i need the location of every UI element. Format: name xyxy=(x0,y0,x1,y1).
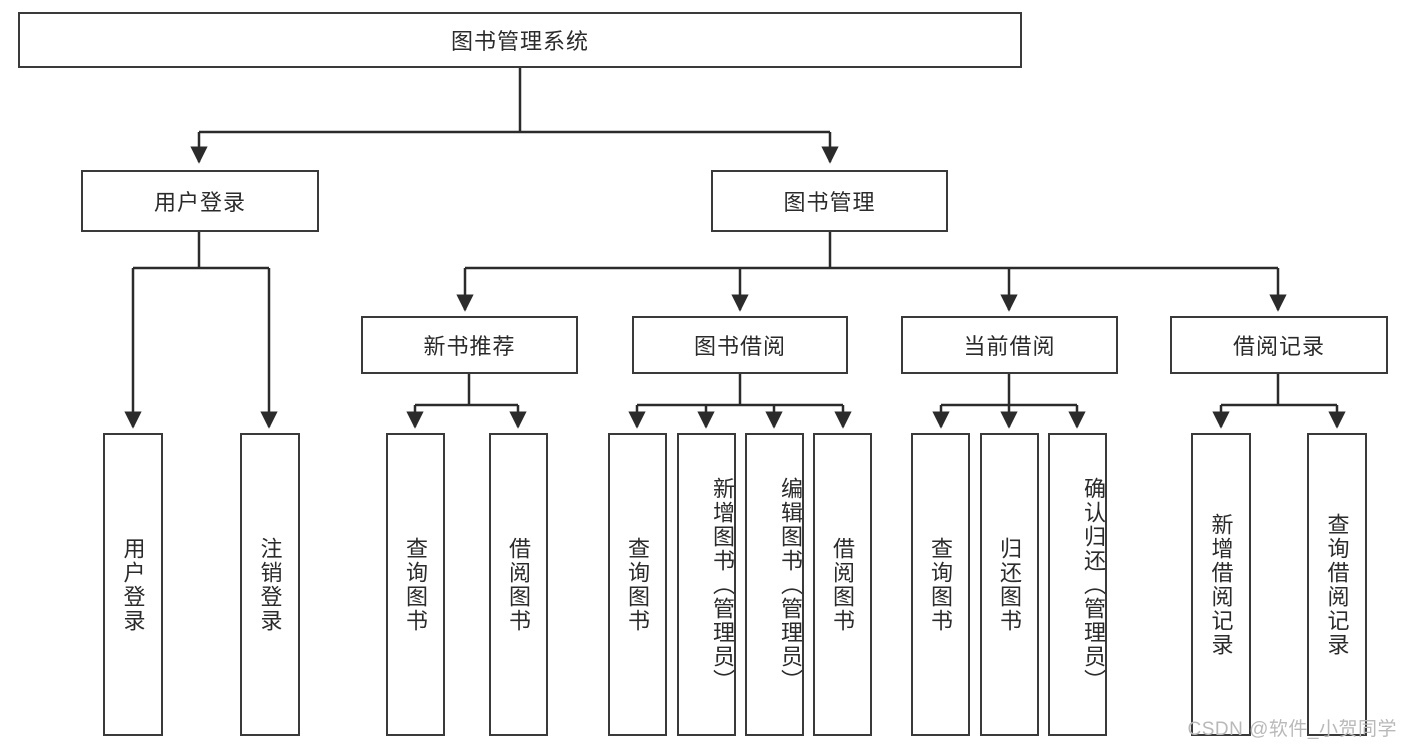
node-label: 查询图书 xyxy=(928,536,954,633)
node-label: 确认归还（管理员） xyxy=(1081,476,1106,693)
node-label: 注销登录 xyxy=(257,536,283,633)
leaf-add-book-admin[interactable]: 新增图书（管理员） xyxy=(677,433,736,736)
node-label: 当前借阅 xyxy=(963,334,1056,359)
node-borrow-record[interactable]: 借阅记录 xyxy=(1170,316,1388,374)
leaf-user-login[interactable]: 用户登录 xyxy=(103,433,163,736)
leaf-edit-book-admin[interactable]: 编辑图书（管理员） xyxy=(745,433,804,736)
leaf-query-book-borrow[interactable]: 查询图书 xyxy=(608,433,667,736)
node-label: 查询图书 xyxy=(403,536,429,633)
node-book-borrow[interactable]: 图书借阅 xyxy=(632,316,848,374)
node-label: 用户登录 xyxy=(153,190,246,215)
node-label: 查询图书 xyxy=(625,536,651,633)
node-book-management[interactable]: 图书管理 xyxy=(711,170,948,232)
leaf-logout[interactable]: 注销登录 xyxy=(240,433,300,736)
leaf-confirm-return-admin[interactable]: 确认归还（管理员） xyxy=(1048,433,1107,736)
node-label: 编辑图书（管理员） xyxy=(778,476,803,693)
node-label: 借阅图书 xyxy=(506,536,532,633)
leaf-query-book-current[interactable]: 查询图书 xyxy=(911,433,970,736)
node-label: 归还图书 xyxy=(997,536,1023,633)
node-label: 查询借阅记录 xyxy=(1324,512,1350,657)
node-current-borrow[interactable]: 当前借阅 xyxy=(901,316,1118,374)
leaf-add-borrow-record[interactable]: 新增借阅记录 xyxy=(1191,433,1251,736)
node-label: 图书管理 xyxy=(783,190,876,215)
node-label: 图书管理系统 xyxy=(450,29,589,54)
node-label: 用户登录 xyxy=(120,536,146,633)
node-label: 新书推荐 xyxy=(423,334,516,359)
leaf-query-borrow-record[interactable]: 查询借阅记录 xyxy=(1307,433,1367,736)
node-user-login[interactable]: 用户登录 xyxy=(81,170,319,232)
node-new-book-recommend[interactable]: 新书推荐 xyxy=(361,316,578,374)
csdn-watermark: CSDN @软件_小贺同学 xyxy=(1187,719,1397,740)
node-label: 借阅记录 xyxy=(1232,334,1325,359)
node-label: 借阅图书 xyxy=(830,536,856,633)
leaf-borrow-book-newbook[interactable]: 借阅图书 xyxy=(489,433,548,736)
node-label: 图书借阅 xyxy=(693,334,786,359)
node-root-system[interactable]: 图书管理系统 xyxy=(18,12,1022,68)
leaf-query-book-newbook[interactable]: 查询图书 xyxy=(386,433,445,736)
node-label: 新增图书（管理员） xyxy=(710,476,735,693)
leaf-return-book[interactable]: 归还图书 xyxy=(980,433,1039,736)
node-label: 新增借阅记录 xyxy=(1208,512,1234,657)
leaf-borrow-book[interactable]: 借阅图书 xyxy=(813,433,872,736)
